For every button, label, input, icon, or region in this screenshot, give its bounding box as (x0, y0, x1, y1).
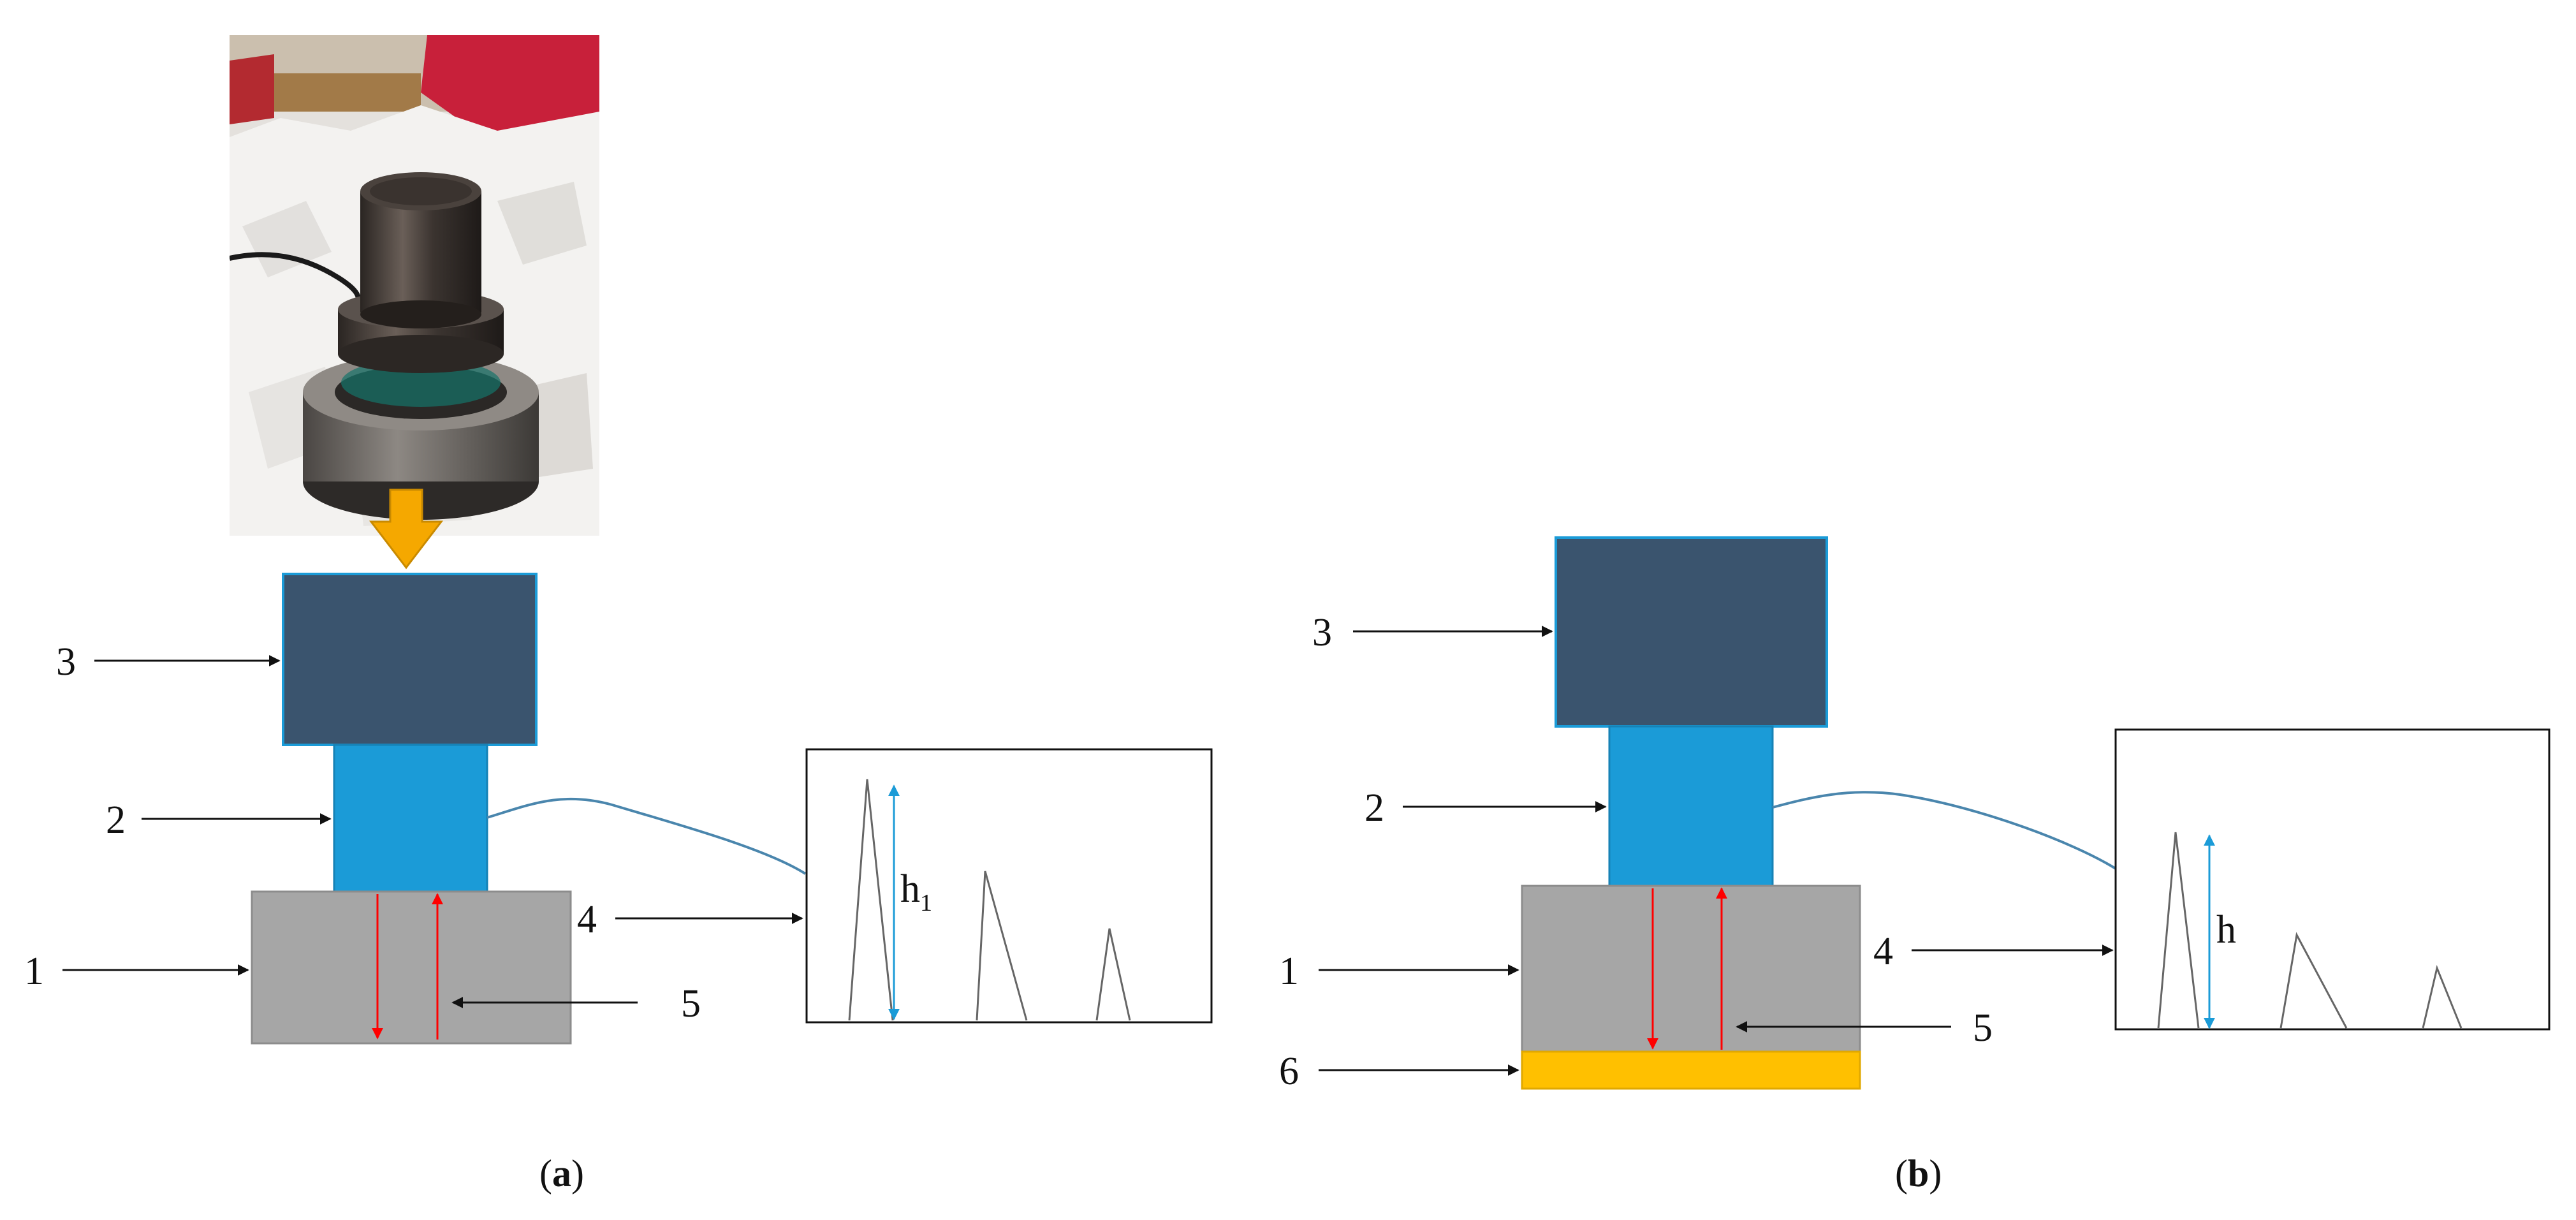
transducer-housing-a (282, 573, 538, 746)
coating-layer-b (1521, 1050, 1861, 1090)
label-3-b: 3 (1312, 611, 1332, 654)
label-2-b: 2 (1365, 786, 1384, 830)
label-6-b: 6 (1279, 1050, 1299, 1093)
sample-b (1521, 885, 1861, 1053)
label-2-a: 2 (106, 798, 126, 842)
label-4-b: 4 (1873, 930, 1893, 973)
transducer-a (333, 744, 488, 893)
cable-a (487, 797, 807, 875)
signal-box-a (805, 748, 1213, 1024)
signal-peaks-b (2157, 832, 2463, 1029)
peak-height-label-b: h (2216, 908, 2236, 952)
label-5-b: 5 (1973, 1006, 1993, 1050)
transducer-b (1608, 725, 1774, 887)
photo-of-ultrasonic-transducer-icon (230, 35, 599, 536)
caption-a: (a) (539, 1152, 584, 1194)
label-1-b: 1 (1279, 950, 1299, 993)
panel-a: 3 2 1 4 5 h1 (a) (24, 489, 1213, 1194)
label-5-a: 5 (681, 982, 701, 1025)
caption-b: (b) (1895, 1152, 1942, 1194)
sample-a (251, 890, 572, 1045)
label-1-a: 1 (24, 950, 44, 993)
panel-b: 3 2 1 6 4 5 h (b) (1279, 536, 2550, 1194)
peak-height-label-a: h1 (900, 867, 932, 916)
cable-b (1772, 791, 2117, 870)
transducer-housing-b (1555, 536, 1828, 728)
signal-peaks-a (848, 779, 1131, 1021)
signal-box-b (2114, 728, 2550, 1031)
label-4-a: 4 (577, 898, 597, 941)
label-3-a: 3 (56, 640, 76, 684)
transducer-photo (230, 35, 599, 536)
force-arrow-icon (369, 489, 444, 570)
